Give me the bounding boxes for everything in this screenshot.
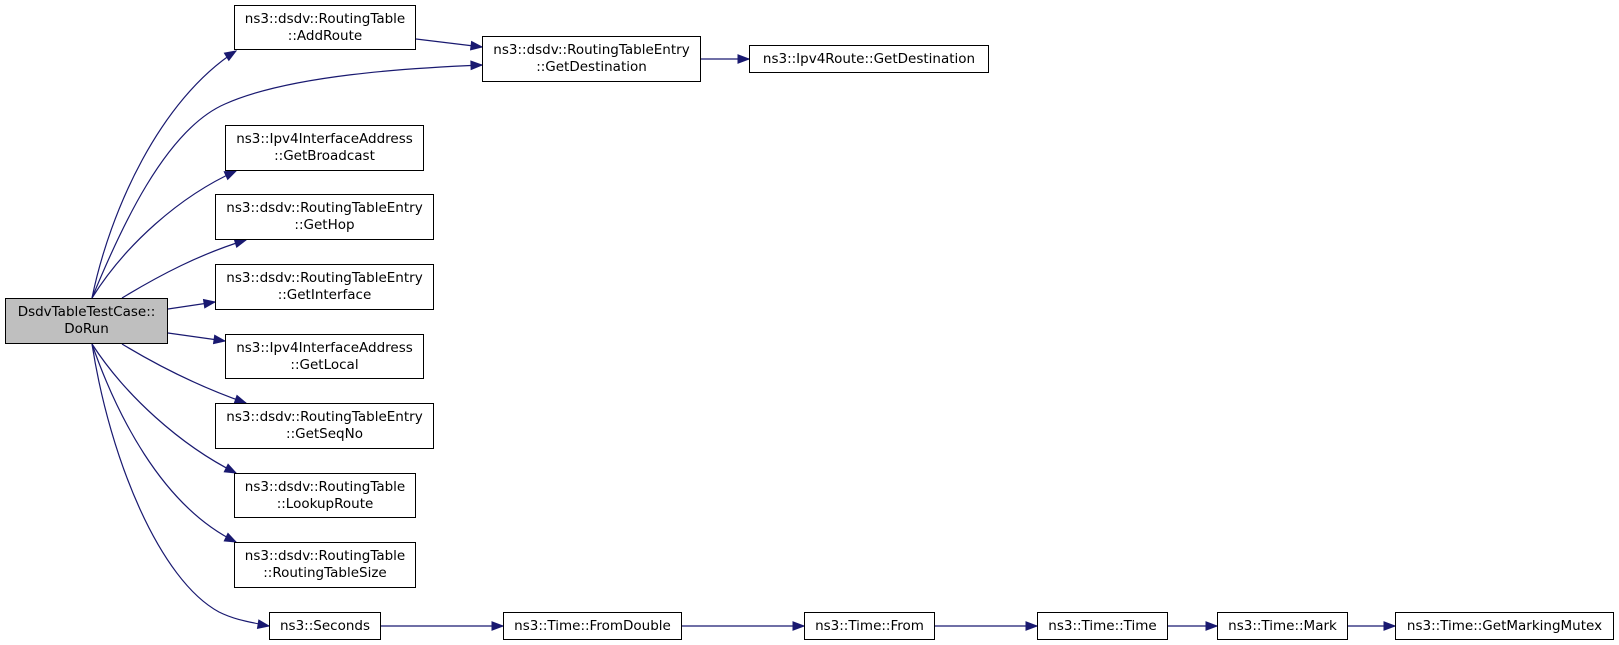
node-lookup-route-line2: ::LookupRoute xyxy=(276,495,374,512)
node-get-interface[interactable]: ns3::dsdv::RoutingTableEntry ::GetInterf… xyxy=(215,264,434,310)
edge-root-seconds-arrowhead xyxy=(256,619,271,630)
edge-time-mark xyxy=(1168,621,1219,631)
edge-root-get-destination-arrowhead xyxy=(470,60,484,71)
node-ipv4route-get-destination[interactable]: ns3::Ipv4Route::GetDestination xyxy=(749,45,989,73)
node-from-double[interactable]: ns3::Time::FromDouble xyxy=(503,612,682,640)
edge-root-seconds xyxy=(91,343,271,630)
node-get-destination-entry-line2: ::GetDestination xyxy=(536,59,647,75)
node-add-route-line1: ns3::dsdv::RoutingTable xyxy=(244,10,406,27)
node-get-seqno-line2: ::GetSeqNo xyxy=(286,426,363,442)
node-seconds-line1: ns3::Seconds xyxy=(280,617,370,634)
edge-root-lookup-route-line xyxy=(91,343,237,474)
edge-from-double-from xyxy=(682,621,806,631)
edge-root-routing-table-size xyxy=(91,343,238,543)
node-get-marking-mutex[interactable]: ns3::Time::GetMarkingMutex xyxy=(1395,612,1614,640)
edge-root-routing-table-size-line xyxy=(91,343,237,543)
node-root-line2: DoRun xyxy=(64,321,109,337)
edge-root-routing-table-size-arrowhead xyxy=(223,532,238,543)
edge-root-get-seqno-line xyxy=(121,343,247,404)
node-time-line1: ns3::Time::Time xyxy=(1048,617,1157,634)
node-get-hop[interactable]: ns3::dsdv::RoutingTableEntry ::GetHop xyxy=(215,194,434,240)
node-time[interactable]: ns3::Time::Time xyxy=(1037,612,1168,640)
edge-time-mark-arrowhead xyxy=(1205,621,1219,631)
node-from-double-line1: ns3::Time::FromDouble xyxy=(514,617,671,634)
edge-get-destination-ipv4route-arrowhead xyxy=(737,54,751,64)
node-get-broadcast-line2: ::GetBroadcast xyxy=(274,148,375,164)
node-mark-line1: ns3::Time::Mark xyxy=(1228,617,1337,634)
edge-root-lookup-route-arrowhead xyxy=(223,463,238,474)
edge-root-get-broadcast-line xyxy=(91,170,237,299)
edge-root-get-broadcast xyxy=(91,170,238,299)
edge-from-time xyxy=(935,621,1039,631)
edge-root-add-route xyxy=(91,50,238,299)
node-add-route[interactable]: ns3::dsdv::RoutingTable ::AddRoute xyxy=(234,5,416,50)
node-routing-table-size-line1: ns3::dsdv::RoutingTable xyxy=(244,548,406,564)
node-routing-table-size-line2: ::RoutingTableSize xyxy=(263,565,387,581)
edge-get-destination-ipv4route xyxy=(701,54,751,64)
node-get-hop-line2: ::GetHop xyxy=(294,217,355,233)
edge-root-seconds-line xyxy=(91,343,270,627)
node-lookup-route[interactable]: ns3::dsdv::RoutingTable ::LookupRoute xyxy=(234,473,416,518)
edge-root-add-route-line xyxy=(91,50,237,299)
edge-seconds-from-double-arrowhead xyxy=(491,621,505,631)
edge-seconds-from-double xyxy=(381,621,505,631)
edge-add-route-get-destination-arrowhead xyxy=(469,40,484,51)
edge-root-get-destination-line xyxy=(91,64,483,299)
edge-from-double-from-arrowhead xyxy=(792,621,806,631)
node-from[interactable]: ns3::Time::From xyxy=(804,612,935,640)
node-get-local-line1: ns3::Ipv4InterfaceAddress xyxy=(236,339,413,356)
node-get-destination-entry-line1: ns3::dsdv::RoutingTableEntry xyxy=(493,42,690,58)
edge-root-lookup-route xyxy=(91,343,238,474)
node-get-interface-line2: ::GetInterface xyxy=(277,287,372,303)
node-get-broadcast[interactable]: ns3::Ipv4InterfaceAddress ::GetBroadcast xyxy=(225,125,424,171)
edge-root-get-interface-arrowhead xyxy=(202,298,217,309)
node-get-seqno-line1: ns3::dsdv::RoutingTableEntry xyxy=(226,409,423,425)
node-get-broadcast-line1: ns3::Ipv4InterfaceAddress xyxy=(236,131,413,147)
edge-root-get-hop-arrowhead xyxy=(233,238,248,249)
node-root: DsdvTableTestCase:: DoRun xyxy=(5,298,168,344)
edge-mark-get-marking-mutex xyxy=(1348,621,1397,631)
node-ipv4route-get-destination-line1: ns3::Ipv4Route::GetDestination xyxy=(762,50,976,67)
edge-mark-get-marking-mutex-arrowhead xyxy=(1383,621,1397,631)
edge-root-add-route-arrowhead xyxy=(223,50,238,62)
edge-add-route-get-destination xyxy=(415,38,484,51)
node-root-line1: DsdvTableTestCase:: xyxy=(17,304,156,320)
node-seconds[interactable]: ns3::Seconds xyxy=(269,612,381,640)
node-get-local[interactable]: ns3::Ipv4InterfaceAddress ::GetLocal xyxy=(225,334,424,379)
edge-root-get-local-arrowhead xyxy=(212,334,227,345)
edge-root-get-hop-line xyxy=(121,239,247,299)
node-lookup-route-line1: ns3::dsdv::RoutingTable xyxy=(244,478,406,495)
edge-root-get-interface xyxy=(167,298,217,310)
edge-from-time-arrowhead xyxy=(1025,621,1039,631)
node-mark[interactable]: ns3::Time::Mark xyxy=(1217,612,1348,640)
edge-root-get-local xyxy=(167,332,227,345)
edge-root-get-destination xyxy=(91,60,484,299)
node-routing-table-size[interactable]: ns3::dsdv::RoutingTable ::RoutingTableSi… xyxy=(234,542,416,588)
node-get-interface-line1: ns3::dsdv::RoutingTableEntry xyxy=(226,270,423,286)
node-get-destination-entry[interactable]: ns3::dsdv::RoutingTableEntry ::GetDestin… xyxy=(482,36,701,82)
node-get-local-line2: ::GetLocal xyxy=(290,356,359,373)
node-add-route-line2: ::AddRoute xyxy=(287,27,363,44)
node-from-line1: ns3::Time::From xyxy=(815,617,924,634)
edge-root-get-broadcast-arrowhead xyxy=(223,170,238,181)
node-get-seqno[interactable]: ns3::dsdv::RoutingTableEntry ::GetSeqNo xyxy=(215,403,434,449)
node-get-hop-line1: ns3::dsdv::RoutingTableEntry xyxy=(226,200,423,216)
node-get-marking-mutex-line1: ns3::Time::GetMarkingMutex xyxy=(1406,617,1603,634)
